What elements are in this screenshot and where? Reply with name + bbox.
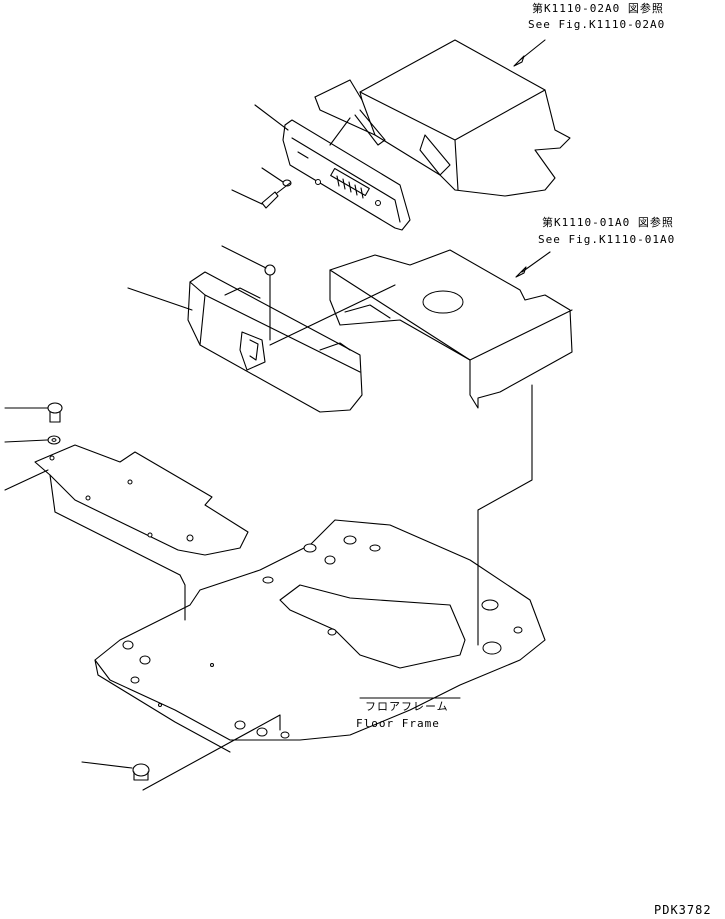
callout-top-jp: 第K1110-02A0 図参照 — [532, 2, 664, 15]
ref-line-lower-housing-to-frame — [477, 384, 533, 646]
bolt-left — [47, 402, 63, 423]
ref-line-bracket-to-frame — [179, 574, 186, 621]
floor-frame-label-en: Floor Frame — [356, 717, 440, 730]
leader-washer — [261, 167, 284, 183]
leader-bracket-plate — [4, 469, 49, 491]
ref-line-cover-to-housing — [269, 284, 396, 346]
leader-side-cover — [127, 287, 193, 311]
leader-bolt — [231, 189, 263, 205]
floor-frame — [94, 519, 546, 753]
bolt-top-side-cover — [264, 264, 276, 341]
drawing-code: PDK3782 — [654, 903, 712, 917]
leader-top-bolt — [221, 245, 267, 269]
callout-mid-en: See Fig.K1110-01A0 — [538, 233, 676, 246]
leader-cover-plate — [254, 104, 289, 131]
leader-washer-left — [4, 439, 48, 443]
bolt-small-upper — [261, 179, 292, 209]
callout-mid-jp: 第K1110-01A0 図参照 — [542, 216, 674, 229]
washer-left — [47, 435, 61, 445]
floor-frame-label-jp: フロアフレーム — [365, 700, 449, 713]
leader-to-lower-housing — [521, 251, 551, 273]
callout-top-en: See Fig.K1110-02A0 — [528, 18, 666, 31]
rubber-grommet — [132, 763, 150, 781]
upper-console-housing — [314, 39, 571, 197]
bracket-plate — [34, 444, 249, 576]
lower-console-housing — [329, 249, 573, 409]
ref-line-grommet-to-frame — [142, 714, 281, 791]
leader-grommet — [81, 761, 133, 769]
cover-plate — [282, 119, 411, 231]
